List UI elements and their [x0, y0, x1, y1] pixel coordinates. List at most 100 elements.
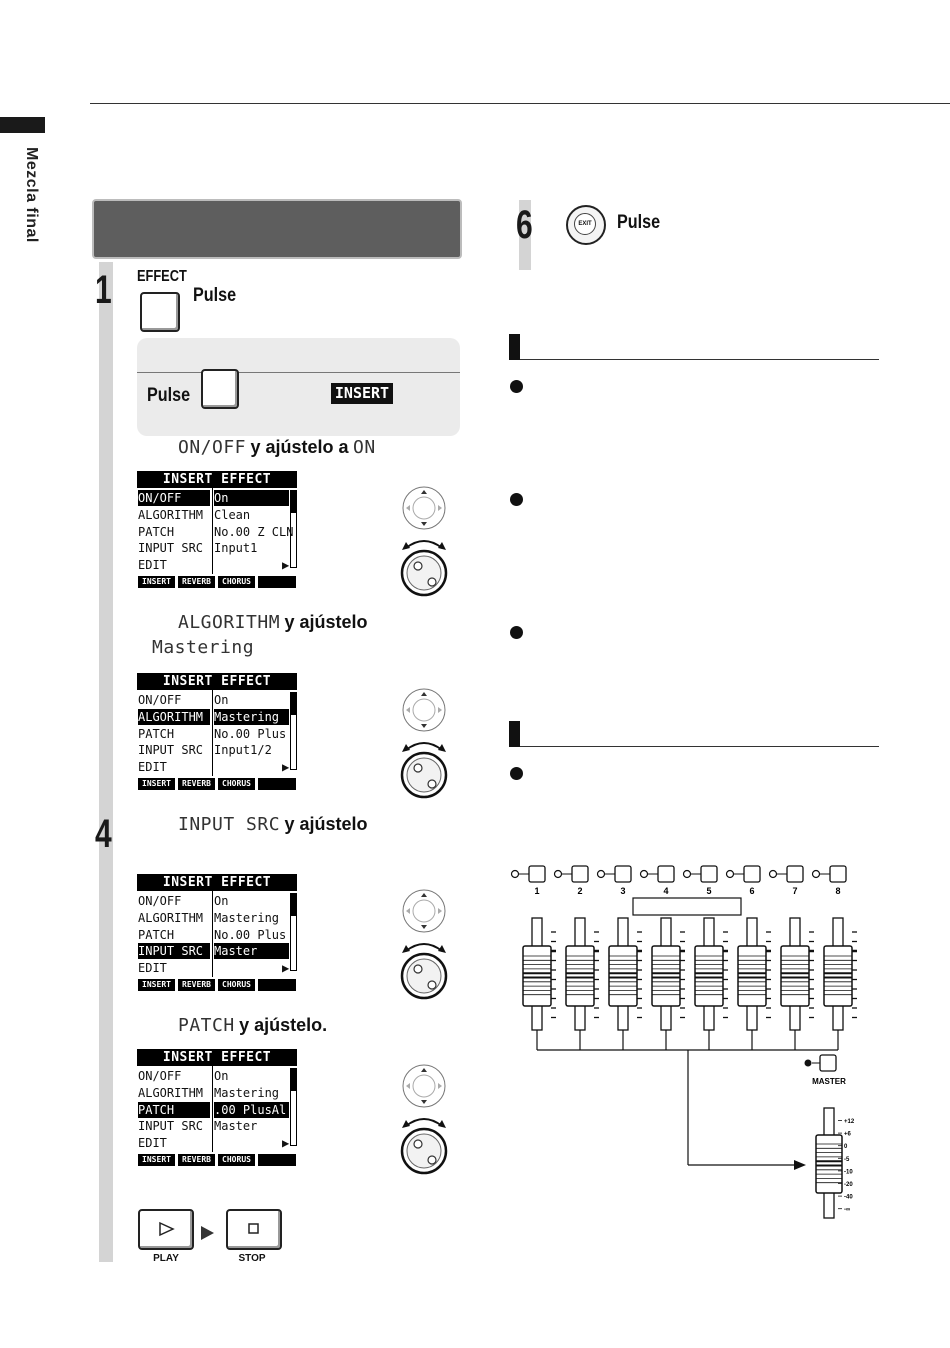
master-fader-knob[interactable] — [815, 1134, 843, 1194]
fader-knob[interactable] — [651, 945, 681, 1007]
lcd-param-value: Clean — [214, 507, 251, 522]
fader-knob[interactable] — [608, 945, 638, 1007]
channel-strip: 3 — [596, 865, 642, 1050]
step2-instruction: ON/OFF y ajústelo a ON — [178, 437, 376, 458]
bullet-point — [510, 626, 523, 639]
param-input-src: INPUT SRC — [178, 814, 281, 835]
lcd-scrollbar — [290, 692, 297, 770]
channel-strip: 7 — [768, 865, 814, 1050]
master-scale-label: -10 — [844, 1169, 853, 1175]
lcd-param-value: Input1 — [214, 541, 258, 556]
lcd-column-divider — [212, 488, 213, 574]
signal-arrow-icon — [794, 1160, 806, 1170]
lcd-param-value: No.00 Plus — [214, 927, 287, 942]
master-scale-label: 0 — [844, 1144, 848, 1150]
channel-status-key[interactable] — [571, 865, 589, 883]
fader-group-bracket — [632, 897, 742, 916]
value-dial-icon[interactable] — [400, 742, 448, 799]
lcd-param-name: ALGORITHM — [138, 708, 210, 725]
exit-button-label: EXIT — [574, 213, 596, 235]
function-key-button[interactable] — [201, 369, 239, 409]
step2-text: y ajústelo a — [250, 437, 349, 457]
stop-button[interactable] — [226, 1209, 282, 1250]
lcd-parameter-row: EDIT — [137, 960, 289, 976]
cursor-pad-icon[interactable] — [402, 486, 446, 530]
lcd-scrollbar — [290, 490, 297, 568]
fader-knob[interactable] — [694, 945, 724, 1007]
fader-knob[interactable] — [522, 945, 552, 1007]
lcd-param-value: Mastering — [214, 1085, 280, 1100]
exit-button[interactable]: EXIT — [566, 205, 606, 245]
cursor-pad-icon[interactable] — [402, 1064, 446, 1108]
lcd-function-tab: INSERT — [138, 1154, 175, 1166]
step5-text: y ajústelo. — [239, 1015, 328, 1035]
procedure-header-box — [92, 199, 462, 259]
lcd-param-value: Mastering — [214, 708, 289, 725]
master-status-led — [804, 1059, 812, 1067]
effect-button[interactable] — [140, 292, 180, 332]
channel-status-key[interactable] — [528, 865, 546, 883]
cursor-pad-icon[interactable] — [402, 889, 446, 933]
master-scale-label: +12 — [844, 1119, 855, 1125]
step-sidebar — [99, 262, 113, 1262]
insert-tab-badge: INSERT — [331, 383, 393, 404]
lcd-param-name: INPUT SRC — [138, 943, 210, 960]
lcd-parameter-row: INPUT SRC Input1 — [137, 540, 289, 556]
lcd-function-tab-empty — [258, 979, 296, 991]
lcd-param-name: ALGORITHM — [138, 910, 204, 925]
lcd-next-page-icon: ▶ — [282, 760, 290, 774]
lcd-param-value: .00 PlusAl — [214, 1101, 289, 1118]
param-algorithm: ALGORITHM — [178, 612, 281, 633]
cursor-pad-icon[interactable] — [402, 688, 446, 732]
lcd-function-tab: CHORUS — [218, 1154, 255, 1166]
channel-status-key[interactable] — [786, 865, 804, 883]
lcd-param-name: EDIT — [138, 961, 167, 976]
section-tab-marker — [0, 117, 45, 133]
channel-number: 6 — [749, 886, 754, 896]
bullet-point — [510, 767, 523, 780]
master-scale-label: -∞ — [844, 1207, 850, 1213]
lcd-function-tab: CHORUS — [218, 778, 255, 790]
step-number-6: 6 — [516, 203, 533, 247]
channel-status-led — [682, 869, 692, 879]
lcd-function-tab: REVERB — [178, 778, 215, 790]
lcd-column-divider — [212, 690, 213, 776]
fader-knob[interactable] — [565, 945, 595, 1007]
channel-strip: 1 — [510, 865, 556, 1050]
lcd-parameter-row: EDIT — [137, 557, 289, 573]
fader-knob[interactable] — [780, 945, 810, 1007]
lcd-param-value: Mastering — [214, 910, 280, 925]
channel-status-key[interactable] — [657, 865, 675, 883]
play-button[interactable] — [138, 1209, 194, 1250]
lcd-next-page-icon: ▶ — [282, 1136, 290, 1150]
channel-number: 2 — [577, 886, 582, 896]
master-scale-label: -20 — [844, 1182, 853, 1188]
lcd-param-value: On — [214, 894, 229, 908]
channel-number: 3 — [620, 886, 625, 896]
value-dial-icon[interactable] — [400, 1118, 448, 1175]
lcd-param-name: ALGORITHM — [138, 507, 204, 522]
channel-status-key[interactable] — [829, 865, 847, 883]
channel-status-key[interactable] — [614, 865, 632, 883]
master-status-key[interactable] — [819, 1054, 837, 1072]
cursor-dial-group-1 — [398, 486, 450, 600]
channel-status-key[interactable] — [700, 865, 718, 883]
lcd-title: INSERT EFFECT — [137, 1049, 297, 1066]
top-rule — [90, 103, 950, 104]
value-dial-icon[interactable] — [400, 943, 448, 1000]
channel-number: 8 — [835, 886, 840, 896]
effect-button-label: EFFECT — [137, 268, 187, 285]
fader-knob[interactable] — [823, 945, 853, 1007]
stop-icon — [248, 1223, 259, 1234]
lcd-function-tab: REVERB — [178, 576, 215, 588]
lcd-param-name: INPUT SRC — [138, 541, 204, 556]
channel-number: 4 — [663, 886, 668, 896]
fader-knob[interactable] — [737, 945, 767, 1007]
value-dial-icon[interactable] — [400, 540, 448, 597]
lcd-function-tab: INSERT — [138, 576, 175, 588]
channel-status-key[interactable] — [743, 865, 761, 883]
